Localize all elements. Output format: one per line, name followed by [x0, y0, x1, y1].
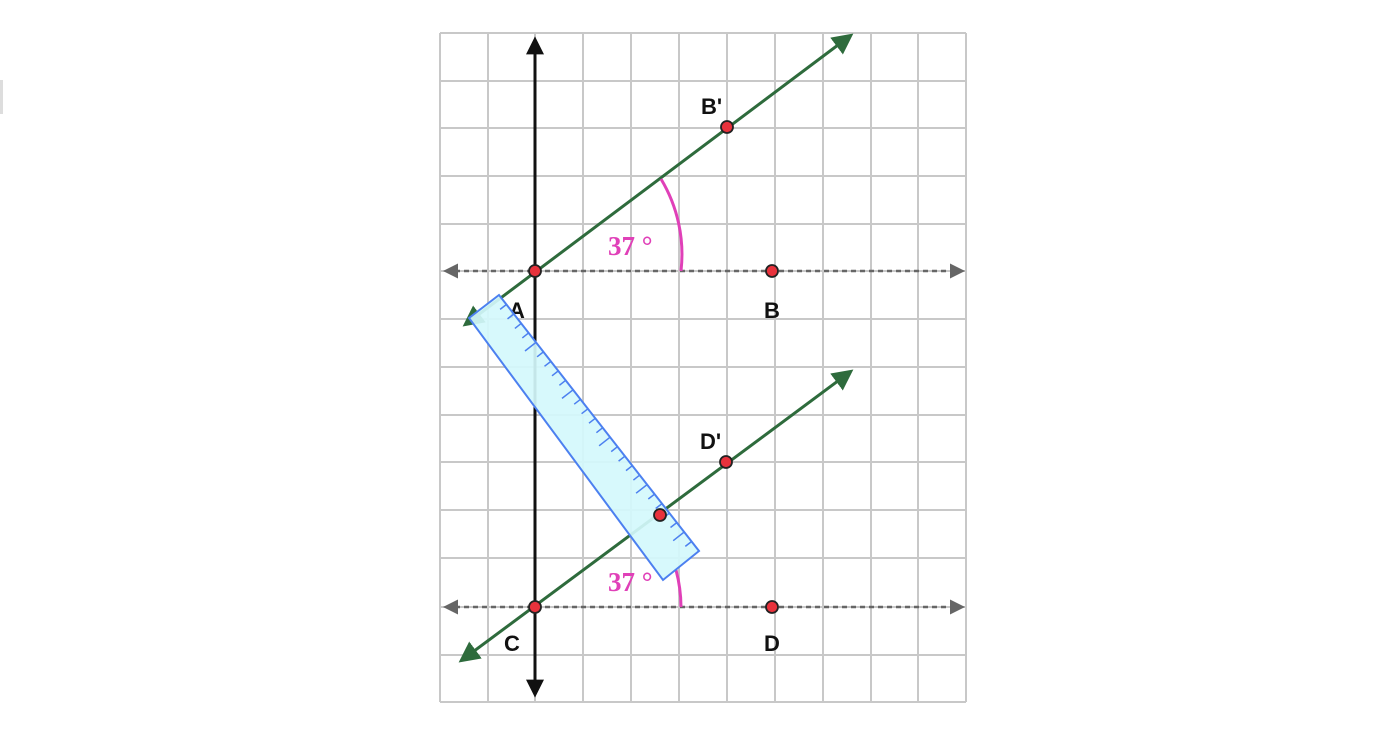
ruler-tick: [551, 370, 559, 377]
slanted-line-ab-prime[interactable]: [462, 33, 854, 327]
ruler-tick: [514, 322, 522, 329]
ruler-tick: [524, 341, 537, 352]
ruler-tick: [544, 360, 552, 367]
ruler-ticks: [499, 303, 693, 547]
ruler-tick: [536, 351, 544, 358]
ruler-tick: [684, 540, 693, 547]
ruler-tick: [595, 427, 604, 434]
point-label-b-prime: B': [701, 94, 722, 119]
ruler-tick: [625, 465, 633, 472]
point-label-c: C: [504, 631, 520, 656]
point-label-d-prime: D': [700, 429, 721, 454]
point-label-b: B: [764, 298, 780, 323]
left-edge-mark: [0, 80, 3, 114]
ruler-tick: [632, 474, 641, 481]
ruler-tick: [499, 303, 507, 310]
ruler-tick: [521, 332, 530, 339]
ruler-tick: [561, 389, 574, 399]
ruler-tick: [573, 398, 581, 405]
ruler-tick: [672, 531, 685, 542]
point-b[interactable]: [765, 264, 779, 278]
ruler-tick: [635, 484, 648, 494]
point-label-d: D: [764, 631, 780, 656]
angle-label-upper: 37 °: [608, 231, 653, 261]
point-b-prime[interactable]: [720, 120, 734, 134]
point-d[interactable]: [765, 600, 779, 614]
point-on-ruler[interactable]: [653, 508, 667, 522]
ruler-tick: [598, 436, 611, 447]
ruler-tick: [588, 417, 596, 424]
ruler-tick: [647, 493, 656, 500]
ruler-tick: [610, 446, 618, 453]
angle-label-lower: 37 °: [608, 567, 653, 597]
ruler-tick: [618, 455, 626, 462]
point-a[interactable]: [528, 264, 542, 278]
point-c[interactable]: [528, 600, 542, 614]
ruler-tick: [655, 503, 663, 510]
ruler-tick: [581, 408, 589, 415]
point-d-prime[interactable]: [719, 455, 733, 469]
ruler-tick: [558, 379, 567, 386]
ruler-tick: [670, 522, 678, 529]
ruler-icon[interactable]: [467, 293, 701, 582]
angle-arc-upper: [659, 178, 684, 272]
ruler-tick: [507, 313, 515, 320]
